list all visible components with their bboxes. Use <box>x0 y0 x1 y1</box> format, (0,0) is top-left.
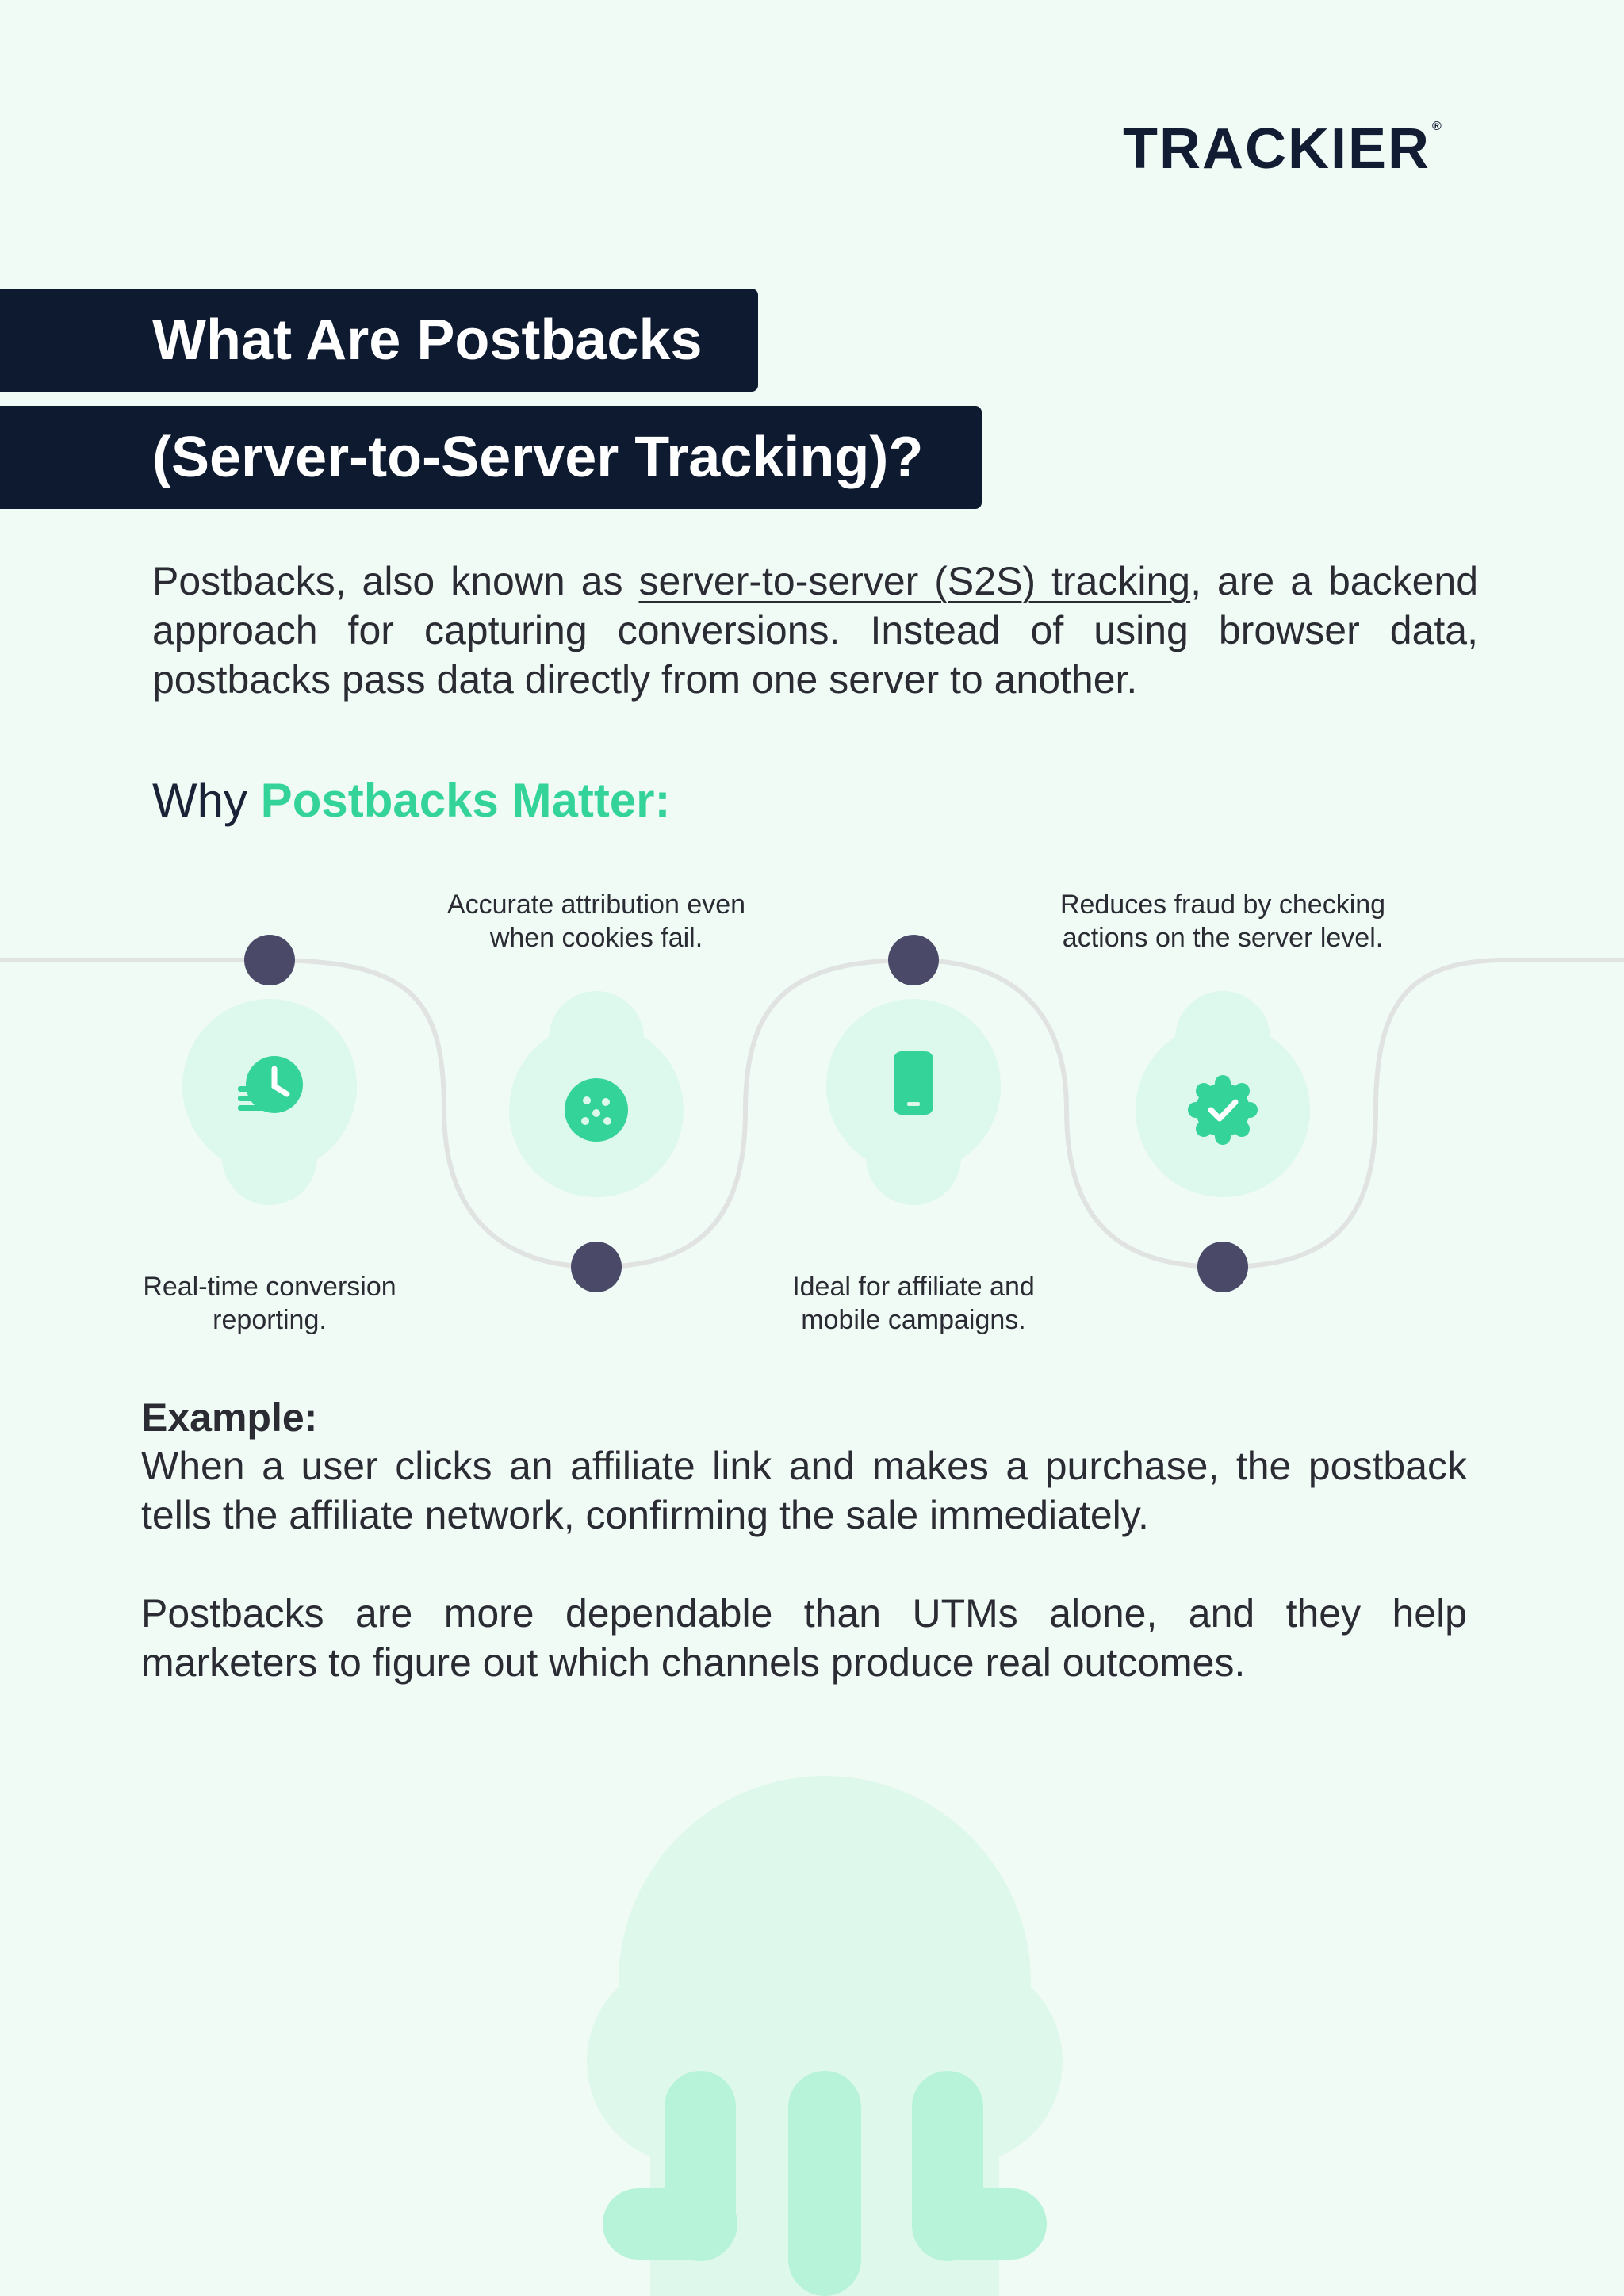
benefit-caption-1-line1: Real-time conversion <box>143 1272 396 1302</box>
example-heading: Example: <box>141 1395 318 1440</box>
s2s-tracking-link[interactable]: server-to-server (S2S) tracking <box>638 559 1191 603</box>
intro-text-start: Postbacks, also known as <box>152 559 639 603</box>
verified-badge-icon <box>1188 1075 1258 1145</box>
benefit-caption-2-line2: when cookies fail. <box>489 923 703 953</box>
logo-registered-mark: ® <box>1432 120 1443 133</box>
flow-node-2 <box>571 1242 622 1292</box>
benefit-caption-4-line1: Reduces fraud by checking <box>1059 890 1386 920</box>
benefit-caption-4-line2: actions on the server level. <box>1062 923 1384 953</box>
intro-paragraph: Postbacks, also known as server-to-serve… <box>152 557 1478 704</box>
benefit-caption-3-line1: Ideal for affiliate and <box>792 1272 1035 1302</box>
benefit-caption-2-line1: Accurate attribution even <box>446 890 746 920</box>
benefit-caption-1: Real-time conversion reporting. <box>95 1270 444 1337</box>
logo-text: TRACKIER <box>1123 117 1431 181</box>
title-band-1: What Are Postbacks <box>0 289 758 392</box>
benefit-caption-1-line2: reporting. <box>213 1305 327 1335</box>
flow-node-3 <box>888 935 939 985</box>
benefit-caption-3: Ideal for affiliate and mobile campaigns… <box>739 1270 1088 1337</box>
benefit-caption-3-line2: mobile campaigns. <box>801 1305 1026 1335</box>
flow-node-4 <box>1197 1242 1248 1292</box>
clock-report-icon <box>238 1056 303 1113</box>
benefit-icon-group-4 <box>1136 991 1310 1197</box>
intro-text-end: , are a backend approach for capturing c… <box>152 559 1478 702</box>
example-text: When a user clicks an affiliate link and… <box>141 1444 1467 1537</box>
benefit-icon-group-1 <box>182 999 357 1205</box>
trackier-logo: TRACKIER® <box>1123 121 1443 178</box>
title-band-2: (Server-to-Server Tracking)? <box>0 406 982 509</box>
benefits-flow-diagram <box>0 935 1624 1292</box>
page-title-line1: What Are Postbacks <box>152 308 703 372</box>
benefit-caption-4: Reduces fraud by checking actions on the… <box>1048 888 1397 955</box>
mascot-tentacles-icon <box>603 2071 1047 2296</box>
benefit-icon-group-2 <box>509 991 684 1197</box>
cookie-icon <box>565 1078 628 1142</box>
benefit-caption-2: Accurate attribution even when cookies f… <box>422 888 771 955</box>
mobile-phone-icon <box>894 1051 933 1115</box>
decorative-mascot-graphic <box>587 1776 1063 2296</box>
flow-node-1 <box>244 935 295 985</box>
why-heading: Why Postbacks Matter: <box>152 769 671 832</box>
why-heading-accent: Postbacks Matter: <box>260 774 671 827</box>
why-heading-prefix: Why <box>152 774 261 827</box>
page-title-line2: (Server-to-Server Tracking)? <box>152 426 924 489</box>
closing-paragraph: Postbacks are more dependable than UTMs … <box>141 1591 1467 1685</box>
benefit-icon-group-3 <box>826 999 1001 1205</box>
